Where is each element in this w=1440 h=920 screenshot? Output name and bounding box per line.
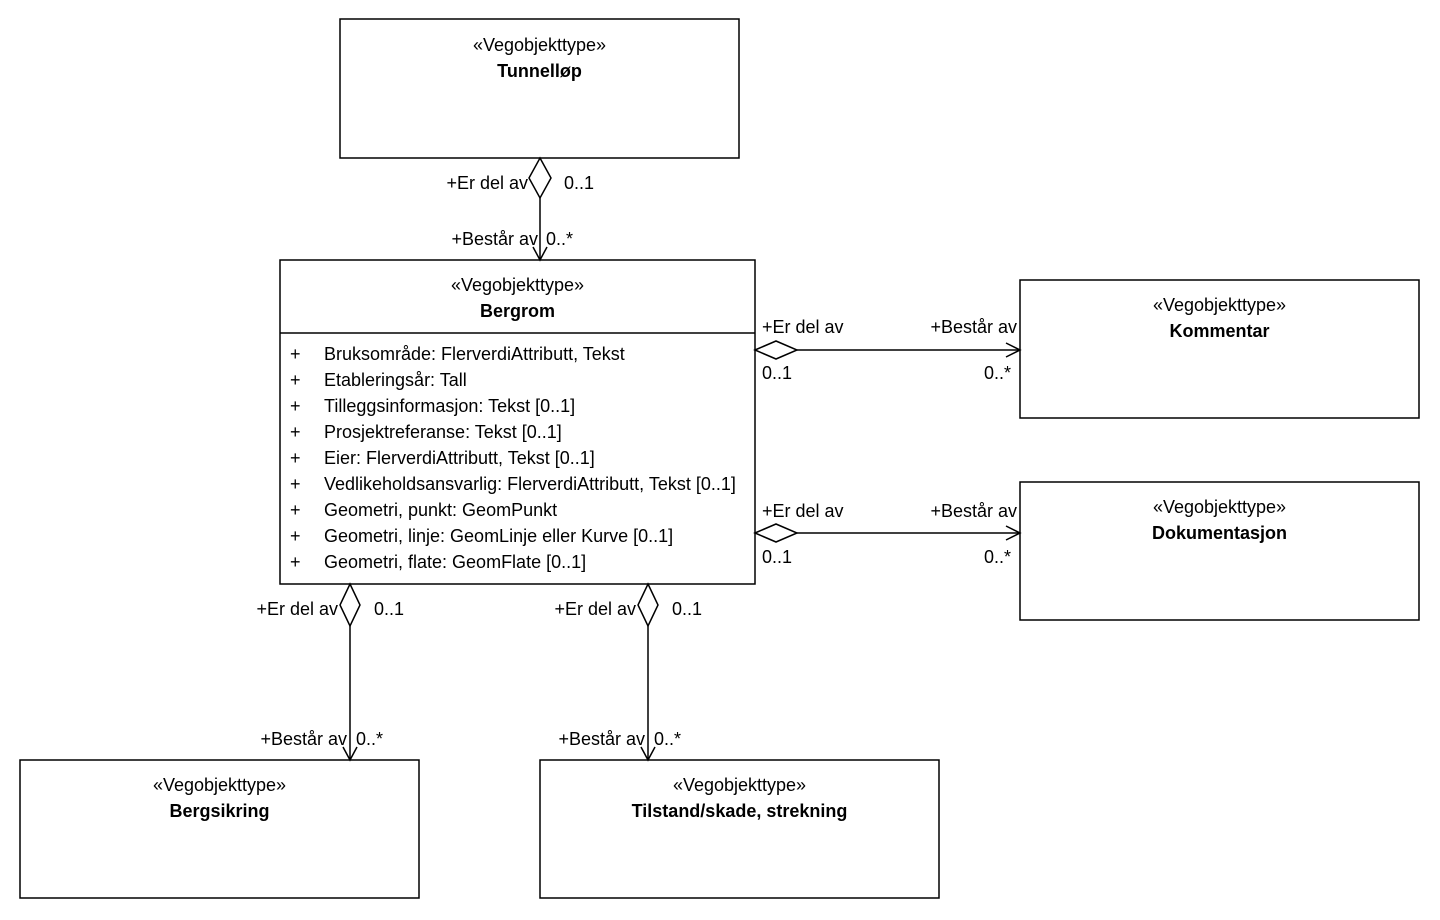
open-arrow-icon <box>1005 342 1022 358</box>
class-stereotype: «Vegobjekttype» <box>473 35 606 55</box>
open-arrow-icon <box>532 246 548 262</box>
attribute-row: + Tilleggsinformasjon: Tekst [0..1] <box>290 396 575 416</box>
class-tunnellop: «Vegobjekttype» Tunnelløp <box>339 18 740 159</box>
hollow-diamond-icon <box>753 523 799 543</box>
role-label: +Består av <box>930 501 1017 521</box>
attribute-visibility: + <box>290 370 301 390</box>
role-label: +Er del av <box>762 501 844 521</box>
class-kommentar: «Vegobjekttype» Kommentar <box>1019 279 1420 419</box>
association-tunnellop-bergrom: +Er del av 0..1 +Består av 0..* <box>446 156 594 262</box>
role-label: +Består av <box>260 729 347 749</box>
role-label: +Er del av <box>256 599 338 619</box>
class-name: Tunnelløp <box>497 61 582 81</box>
multiplicity-label: 0..1 <box>672 599 702 619</box>
attribute-list: + Bruksområde: FlerverdiAttributt, Tekst… <box>290 344 736 572</box>
attribute-visibility: + <box>290 552 301 572</box>
multiplicity-label: 0..* <box>984 363 1011 383</box>
attribute-visibility: + <box>290 526 301 546</box>
attribute-text: Etableringsår: Tall <box>324 370 467 390</box>
class-dokumentasjon: «Vegobjekttype» Dokumentasjon <box>1019 481 1420 621</box>
class-box <box>279 259 756 585</box>
role-label: +Består av <box>451 229 538 249</box>
class-box <box>539 759 940 899</box>
attribute-row: + Etableringsår: Tall <box>290 370 467 390</box>
open-arrow-icon <box>342 746 358 762</box>
attribute-row: + Geometri, punkt: GeomPunkt <box>290 500 557 520</box>
attribute-text: Tilleggsinformasjon: Tekst [0..1] <box>324 396 575 416</box>
hollow-diamond-icon <box>528 156 552 200</box>
class-name: Dokumentasjon <box>1152 523 1287 543</box>
class-box <box>1019 279 1420 419</box>
class-name: Bergsikring <box>169 801 269 821</box>
association-bergrom-kommentar: +Er del av 0..1 +Består av 0..* <box>753 317 1022 383</box>
class-name: Bergrom <box>480 301 555 321</box>
attribute-text: Geometri, punkt: GeomPunkt <box>324 500 557 520</box>
class-name: Kommentar <box>1169 321 1269 341</box>
multiplicity-label: 0..* <box>654 729 681 749</box>
attribute-visibility: + <box>290 396 301 416</box>
attribute-visibility: + <box>290 448 301 468</box>
class-bergsikring: «Vegobjekttype» Bergsikring <box>19 759 420 899</box>
role-label: +Består av <box>930 317 1017 337</box>
multiplicity-label: 0..1 <box>762 547 792 567</box>
multiplicity-label: 0..1 <box>762 363 792 383</box>
attribute-row: + Bruksområde: FlerverdiAttributt, Tekst <box>290 344 625 364</box>
class-box <box>339 18 740 159</box>
multiplicity-label: 0..1 <box>374 599 404 619</box>
attribute-visibility: + <box>290 500 301 520</box>
class-box <box>19 759 420 899</box>
attribute-row: + Geometri, linje: GeomLinje eller Kurve… <box>290 526 673 546</box>
association-bergrom-tilstand: +Er del av 0..1 +Består av 0..* <box>554 582 702 762</box>
attribute-text: Eier: FlerverdiAttributt, Tekst [0..1] <box>324 448 595 468</box>
hollow-diamond-icon <box>339 582 361 628</box>
multiplicity-label: 0..* <box>546 229 573 249</box>
class-name: Tilstand/skade, strekning <box>632 801 848 821</box>
attribute-visibility: + <box>290 422 301 442</box>
attribute-text: Geometri, flate: GeomFlate [0..1] <box>324 552 586 572</box>
role-label: +Er del av <box>554 599 636 619</box>
role-label: +Er del av <box>762 317 844 337</box>
attribute-row: + Prosjektreferanse: Tekst [0..1] <box>290 422 562 442</box>
hollow-diamond-icon <box>753 340 799 360</box>
open-arrow-icon <box>1005 525 1022 541</box>
role-label: +Er del av <box>446 173 528 193</box>
attribute-row: + Vedlikeholdsansvarlig: FlerverdiAttrib… <box>290 474 736 494</box>
attribute-visibility: + <box>290 344 301 364</box>
attribute-text: Prosjektreferanse: Tekst [0..1] <box>324 422 562 442</box>
class-tilstand-skade-strekning: «Vegobjekttype» Tilstand/skade, streknin… <box>539 759 940 899</box>
class-stereotype: «Vegobjekttype» <box>1153 497 1286 517</box>
multiplicity-label: 0..* <box>984 547 1011 567</box>
hollow-diamond-icon <box>637 582 659 628</box>
class-stereotype: «Vegobjekttype» <box>451 275 584 295</box>
association-bergrom-dokumentasjon: +Er del av 0..1 +Består av 0..* <box>753 501 1022 567</box>
attribute-text: Bruksområde: FlerverdiAttributt, Tekst <box>324 344 625 364</box>
class-bergrom: «Vegobjekttype» Bergrom + Bruksområde: F… <box>279 259 756 585</box>
multiplicity-label: 0..* <box>356 729 383 749</box>
role-label: +Består av <box>558 729 645 749</box>
association-bergrom-bergsikring: +Er del av 0..1 +Består av 0..* <box>256 582 404 762</box>
attribute-row: + Geometri, flate: GeomFlate [0..1] <box>290 552 586 572</box>
attribute-row: + Eier: FlerverdiAttributt, Tekst [0..1] <box>290 448 595 468</box>
multiplicity-label: 0..1 <box>564 173 594 193</box>
class-stereotype: «Vegobjekttype» <box>673 775 806 795</box>
attribute-text: Vedlikeholdsansvarlig: FlerverdiAttribut… <box>324 474 736 494</box>
class-box <box>1019 481 1420 621</box>
attribute-visibility: + <box>290 474 301 494</box>
class-stereotype: «Vegobjekttype» <box>153 775 286 795</box>
class-stereotype: «Vegobjekttype» <box>1153 295 1286 315</box>
open-arrow-icon <box>640 746 656 762</box>
attribute-text: Geometri, linje: GeomLinje eller Kurve [… <box>324 526 673 546</box>
